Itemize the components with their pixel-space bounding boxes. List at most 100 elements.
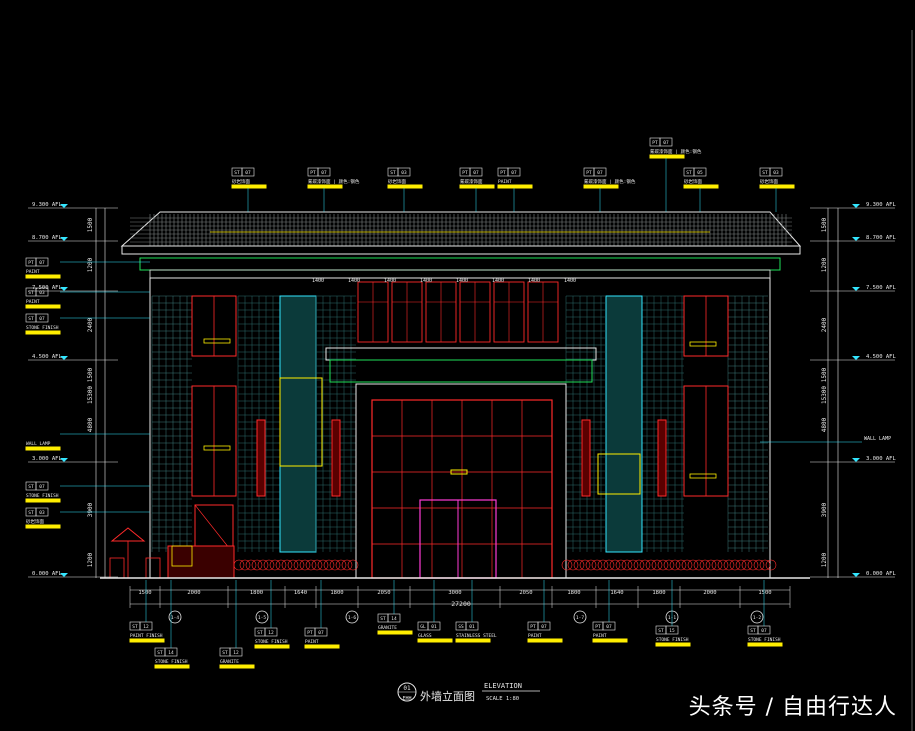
inner-dim-text: 1400 (384, 278, 396, 284)
dim-text-bottom: 1640 (610, 590, 623, 596)
grid-bubble (168, 610, 182, 624)
tag-code: PT (28, 260, 34, 266)
dim-text-right: 1500 (821, 367, 828, 382)
shrub (317, 559, 329, 571)
dim-text-bottom: 1800 (567, 590, 580, 596)
tag-num: 07 (541, 624, 547, 630)
window-lamp (203, 338, 231, 344)
tag-text: STONE FINISH (748, 637, 781, 643)
tag-num: 14 (391, 616, 397, 622)
shrub (657, 559, 669, 571)
tag-highlight (25, 446, 61, 451)
inner-dim-text: 1400 (564, 278, 576, 284)
tag-num: 15 (669, 628, 675, 634)
tag-num: 07 (511, 170, 517, 176)
shrub (561, 559, 573, 571)
tag-num: 07 (473, 170, 479, 176)
inner-dim-text: 1400 (348, 278, 360, 284)
shrub (705, 559, 717, 571)
tag-code: ST (28, 316, 34, 322)
tag-highlight (417, 638, 453, 643)
level-marker (852, 356, 860, 360)
tag-num: 05 (697, 170, 703, 176)
tag-text: 氟碳漆饰面 | 颜色:钢色 (308, 178, 360, 185)
shrub (287, 559, 299, 571)
level-marker (60, 573, 68, 577)
left-inner-hatch (315, 295, 356, 552)
tag-num: 12 (268, 630, 274, 636)
shrub (693, 559, 705, 571)
umbrella (110, 527, 146, 542)
shrub (275, 559, 287, 571)
grid-bubble-label: 1-5 (258, 615, 266, 621)
tag-num: 07 (606, 624, 612, 630)
wall-lamp (256, 419, 266, 497)
tag-code: GL (420, 624, 426, 630)
shrub (293, 559, 305, 571)
entrance-grid (372, 400, 552, 578)
window-lamp (689, 473, 717, 479)
dim-text-left: 15300 (87, 386, 94, 404)
wall-lamp (331, 419, 341, 497)
tag-num-box (593, 167, 607, 177)
tag-highlight (592, 638, 628, 643)
tag-num-box (769, 167, 783, 177)
grid-bubble (750, 610, 764, 624)
shrub (633, 559, 645, 571)
tag-text: 砂岩饰面 (388, 178, 406, 185)
wall-lamp (581, 419, 591, 497)
level-label-right: 8.700 AFL (866, 235, 896, 241)
grid-bubble (255, 610, 269, 624)
title-number: 01 (403, 685, 411, 692)
tag-text: 砂岩饰面 (26, 518, 44, 525)
tag-highlight (455, 638, 491, 643)
shrub (753, 559, 765, 571)
tag-text: STONE FINISH (255, 639, 288, 645)
shrub (639, 559, 651, 571)
tag-text: 氟碳漆饰面 | 颜色:钢色 (584, 178, 636, 185)
tag-highlight (254, 644, 290, 649)
shrub (347, 559, 359, 571)
shrub (305, 559, 317, 571)
cornice-band (139, 257, 781, 271)
tag-text: PAINT FINISH (130, 633, 163, 639)
shrub (765, 559, 777, 571)
grid-bubble-label: 1-6 (348, 615, 356, 621)
tag-text: PAINT (593, 633, 607, 639)
dim-total-width: 27200 (451, 600, 471, 608)
tag-num-box (507, 167, 521, 177)
shrub (281, 559, 293, 571)
tag-highlight (497, 184, 533, 189)
tag-text: 氟碳漆饰面 | 颜色:钢色 (650, 148, 702, 155)
tag-num: 07 (245, 170, 251, 176)
tag-text: WALL LAMP (26, 441, 51, 447)
shrub (585, 559, 597, 571)
tag-code: ST (157, 650, 163, 656)
tag-code: PT (462, 170, 468, 176)
tag-num: 07 (39, 316, 45, 322)
window-lamp (689, 341, 717, 347)
dim-text-left: 1500 (87, 367, 94, 382)
dim-text-left: 1200 (87, 552, 94, 567)
shrub (735, 559, 747, 571)
left-pier-hatch (151, 295, 192, 552)
tag-highlight (459, 184, 495, 189)
tag-highlight (304, 644, 340, 649)
tag-text: 砂岩饰面 (684, 178, 702, 185)
left-lamp-frame (279, 377, 323, 467)
shrub (311, 559, 323, 571)
tag-text: PAINT (498, 179, 512, 185)
dim-text-bottom: 2000 (187, 590, 200, 596)
tag-highlight (377, 630, 413, 635)
level-marker (852, 458, 860, 462)
shrub (579, 559, 591, 571)
shrub (645, 559, 657, 571)
dim-text-bottom: 2000 (703, 590, 716, 596)
window-lamp (203, 445, 231, 451)
